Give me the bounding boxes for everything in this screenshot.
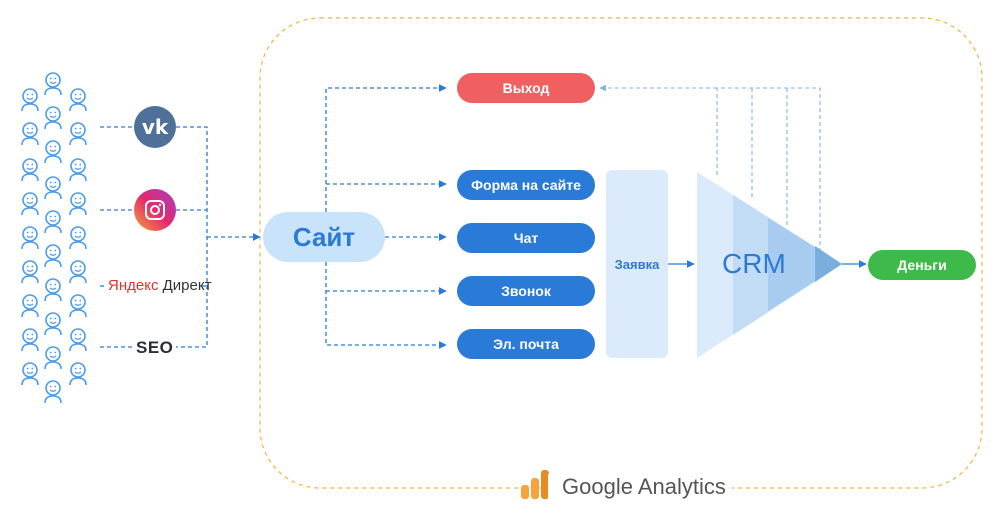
channel-web-form[interactable]: Форма на сайте: [457, 170, 595, 200]
channel-call[interactable]: Звонок: [457, 276, 595, 306]
exit-node[interactable]: Выход: [457, 73, 595, 103]
yandex-part2: Директ: [162, 277, 212, 294]
yandex-direct-label: Яндекс Директ: [108, 277, 211, 294]
channel-chat[interactable]: Чат: [457, 223, 595, 253]
sources-to-site-lines: [176, 126, 208, 348]
google-analytics-brand: Google Analytics: [548, 474, 732, 500]
return-to-exit-lines: [599, 84, 821, 250]
google-analytics-label: Google Analytics: [562, 474, 726, 499]
vk-icon[interactable]: vk: [134, 106, 176, 148]
money-node[interactable]: Деньги: [868, 250, 976, 280]
crm-funnel: [697, 172, 842, 358]
channel-email[interactable]: Эл. почта: [457, 329, 595, 359]
instagram-camera-icon: [145, 200, 165, 220]
site-to-channel-lines: [325, 84, 447, 349]
yandex-part1: Яндекс: [108, 277, 159, 294]
crm-label: CRM: [722, 248, 786, 279]
people-crowd-icon: [21, 72, 87, 404]
google-analytics-logo-icon: [521, 470, 549, 499]
request-node[interactable]: Заявка: [606, 170, 668, 358]
site-node[interactable]: Сайт: [263, 212, 385, 262]
seo-label: SEO: [136, 338, 174, 357]
crowd-to-sources-lines: [100, 126, 134, 348]
instagram-icon[interactable]: [134, 189, 176, 231]
